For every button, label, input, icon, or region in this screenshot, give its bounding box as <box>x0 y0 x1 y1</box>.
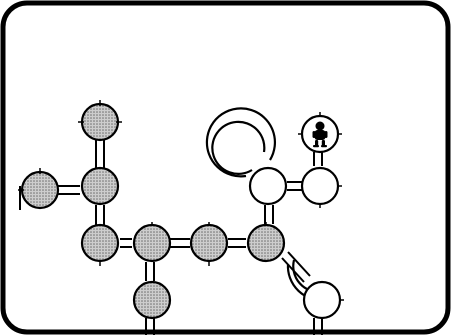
node-bottom-right <box>191 225 227 261</box>
node-bottom-right-exit <box>304 282 340 318</box>
screen-frame <box>3 3 448 332</box>
node-top-left <box>82 104 118 140</box>
node-left-far <box>22 172 58 208</box>
node-left-center <box>82 168 118 204</box>
node-right-upper <box>250 168 286 204</box>
node-right-junction <box>248 225 284 261</box>
node-right-middle <box>302 168 338 204</box>
bubble-nodes <box>22 104 340 318</box>
node-left-lower <box>82 225 118 261</box>
node-bottom-lower <box>134 282 170 318</box>
node-bottom-center <box>134 225 170 261</box>
